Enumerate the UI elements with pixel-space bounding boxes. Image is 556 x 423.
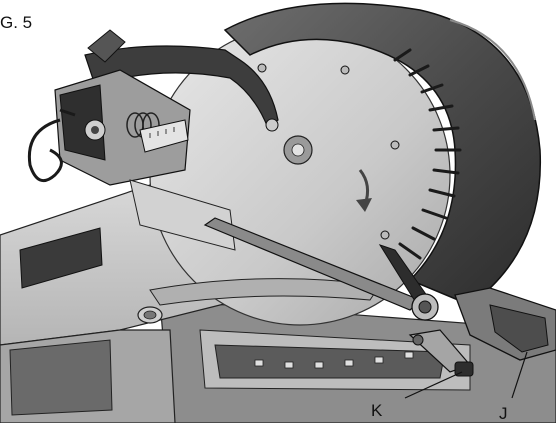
fence-face xyxy=(129,179,381,306)
saw-blade xyxy=(149,24,451,326)
front-handle xyxy=(454,287,556,361)
pivot-assembly xyxy=(27,69,191,186)
leader-k xyxy=(404,371,463,399)
callout-leaders xyxy=(404,351,528,399)
callout-label-k: K xyxy=(371,401,383,420)
callout-label-j: J xyxy=(499,404,508,423)
guard-link-arm xyxy=(84,29,279,132)
leader-j xyxy=(511,351,528,399)
figure-caption: G. 5 xyxy=(0,13,32,32)
saw-base xyxy=(159,299,556,423)
lower-guard-linkage xyxy=(203,217,439,321)
